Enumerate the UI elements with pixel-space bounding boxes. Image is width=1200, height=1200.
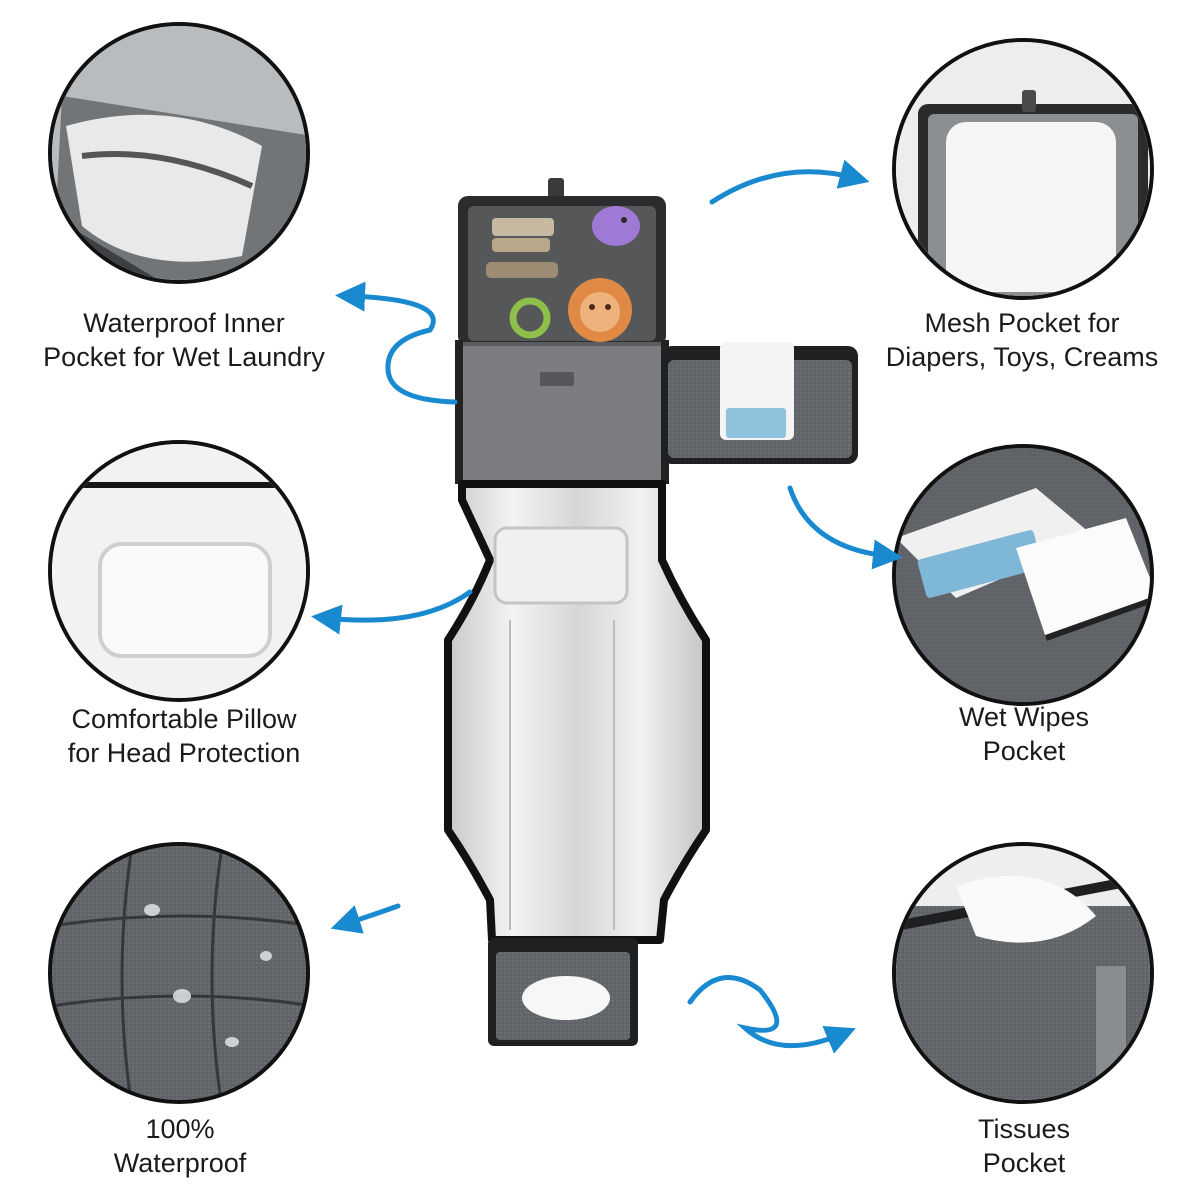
arrow-to-wet-wipes bbox=[787, 485, 903, 570]
caption-line: Comfortable Pillow bbox=[71, 704, 297, 734]
arrow-to-pillow bbox=[311, 589, 473, 635]
detail-circle-wet-wipes bbox=[892, 444, 1154, 706]
caption-line: Waterproof bbox=[113, 1148, 247, 1178]
fold-panel bbox=[462, 342, 662, 482]
toy-whale bbox=[592, 206, 640, 246]
detail-circle-pillow bbox=[48, 440, 310, 702]
caption-line: Mesh Pocket for bbox=[924, 308, 1120, 338]
cream-tube bbox=[492, 218, 554, 236]
detail-circle-tissues bbox=[892, 842, 1154, 1104]
top-strap bbox=[548, 178, 564, 200]
caption-waterproof: 100% Waterproof bbox=[0, 1112, 360, 1180]
detail-circle-inner-pocket bbox=[48, 22, 310, 284]
caption-mesh-pocket: Mesh Pocket for Diapers, Toys, Creams bbox=[842, 306, 1200, 374]
caption-line: Waterproof Inner bbox=[83, 308, 285, 338]
caption-line: Pocket bbox=[982, 736, 1066, 766]
caption-line: 100% bbox=[145, 1114, 215, 1144]
arrow-to-mesh-pocket bbox=[709, 159, 870, 205]
detail-circle-mesh-pocket bbox=[892, 38, 1154, 300]
caption-line: for Head Protection bbox=[67, 738, 301, 768]
caption-wet-wipes: Wet Wipes Pocket bbox=[844, 700, 1200, 768]
teether-ring bbox=[509, 297, 551, 339]
caption-line: Pocket for Wet Laundry bbox=[43, 342, 325, 372]
caption-tissues: Tissues Pocket bbox=[844, 1112, 1200, 1180]
tissue bbox=[522, 976, 610, 1020]
mat-pillow bbox=[493, 526, 629, 605]
arrow-to-waterproof bbox=[330, 903, 401, 934]
caption-line: Wet Wipes bbox=[958, 702, 1090, 732]
caption-inner-pocket: Waterproof Inner Pocket for Wet Laundry bbox=[4, 306, 364, 374]
arrow-to-tissues bbox=[687, 975, 856, 1054]
caption-line: Pocket bbox=[982, 1148, 1066, 1178]
arrow-to-inner-pocket bbox=[335, 281, 458, 405]
caption-line: Tissues bbox=[977, 1114, 1071, 1144]
caption-line: Diapers, Toys, Creams bbox=[885, 342, 1159, 372]
detail-circle-waterproof bbox=[48, 842, 310, 1104]
caption-pillow: Comfortable Pillow for Head Protection bbox=[4, 702, 364, 770]
